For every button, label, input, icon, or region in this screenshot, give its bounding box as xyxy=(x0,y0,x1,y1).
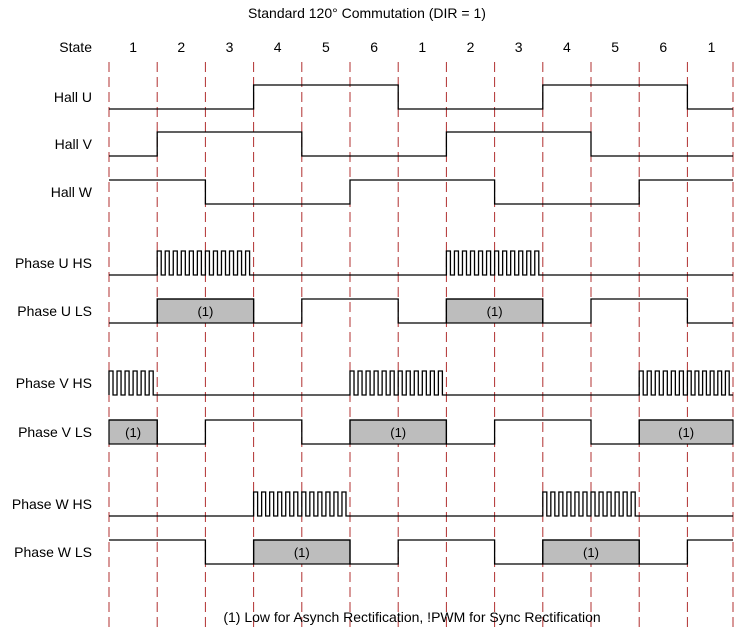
signal-label: Hall W xyxy=(51,184,93,200)
signal-label: Phase V HS xyxy=(16,375,92,391)
signal-phase-v-ls: Phase V LS (1) (1) (1) xyxy=(18,419,734,445)
shaded-region-annotation: (1) xyxy=(390,425,406,440)
signal-label: Hall U xyxy=(54,89,92,105)
signal-hall-w: Hall W xyxy=(51,179,733,205)
signal-hall-u: Hall U xyxy=(54,84,733,110)
signal-trace xyxy=(109,491,733,517)
signal-trace xyxy=(109,539,733,565)
state-number: 2 xyxy=(467,39,475,55)
signal-label: Phase U HS xyxy=(15,255,92,271)
state-number: 5 xyxy=(611,39,619,55)
signal-phase-w-hs: Phase W HS xyxy=(12,491,733,517)
signal-label: Phase V LS xyxy=(18,424,92,440)
low-side-shaded-region xyxy=(638,419,734,445)
state-number: 2 xyxy=(177,39,185,55)
signal-trace xyxy=(109,298,733,324)
signal-phase-u-hs: Phase U HS xyxy=(15,250,733,276)
signal-traces: Hall U Hall V Hall W Phase U HS Phase U LS (1… xyxy=(12,84,734,565)
state-numbers: 1 2 3 4 5 6 1 2 3 4 5 6 1 xyxy=(129,39,715,55)
state-number: 1 xyxy=(418,39,426,55)
signal-hall-v: Hall V xyxy=(55,131,733,157)
signal-trace xyxy=(109,250,733,276)
signal-label: Hall V xyxy=(55,136,93,152)
shaded-region-annotation: (1) xyxy=(294,545,310,560)
shaded-region-annotation: (1) xyxy=(583,545,599,560)
signal-trace xyxy=(109,419,733,445)
footnote: (1) Low for Asynch Rectification, !PWM f… xyxy=(223,609,600,625)
state-number: 5 xyxy=(322,39,330,55)
signal-phase-w-ls: Phase W LS (1) (1) xyxy=(14,539,733,565)
state-number: 6 xyxy=(370,39,378,55)
signal-label: Phase W HS xyxy=(12,496,92,512)
signal-trace xyxy=(109,179,733,205)
state-number: 3 xyxy=(226,39,234,55)
signal-trace xyxy=(108,370,733,396)
shaded-region-annotation: (1) xyxy=(678,425,694,440)
signal-trace xyxy=(109,131,733,157)
low-side-shaded-region xyxy=(108,419,158,445)
signal-phase-v-hs: Phase V HS xyxy=(16,370,733,396)
signal-label: Phase W LS xyxy=(14,544,92,560)
state-number: 1 xyxy=(708,39,716,55)
signal-label: Phase U LS xyxy=(17,303,92,319)
shaded-region-annotation: (1) xyxy=(197,304,213,319)
diagram-title: Standard 120° Commutation (DIR = 1) xyxy=(248,5,486,21)
shaded-region-annotation: (1) xyxy=(487,304,503,319)
state-number: 3 xyxy=(515,39,523,55)
signal-phase-u-ls: Phase U LS (1) (1) xyxy=(17,298,733,324)
state-number: 6 xyxy=(659,39,667,55)
state-number: 4 xyxy=(274,39,282,55)
state-number: 4 xyxy=(563,39,571,55)
shaded-region-annotation: (1) xyxy=(125,425,141,440)
state-row-label: State xyxy=(59,39,92,55)
low-side-shaded-region xyxy=(156,298,255,324)
state-number: 1 xyxy=(129,39,137,55)
signal-trace xyxy=(109,84,733,110)
